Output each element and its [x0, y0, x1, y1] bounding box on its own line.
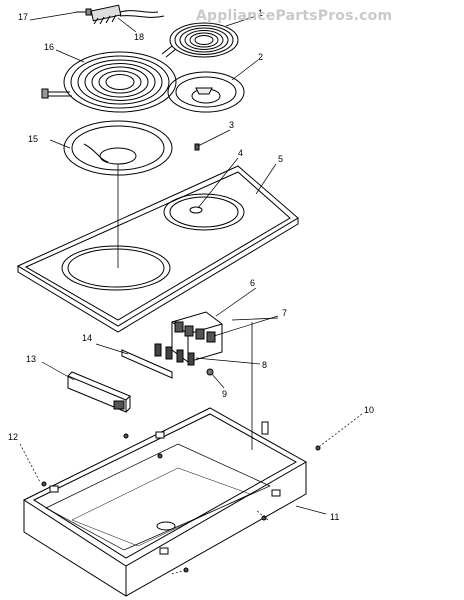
callout-14: 14 — [82, 333, 92, 343]
callout-17: 17 — [18, 12, 28, 22]
leader-lines — [19, 11, 363, 575]
small-drip-bowl-part-2 — [167, 71, 245, 113]
callout-11: 11 — [330, 512, 339, 522]
screw-part-3 — [194, 143, 200, 151]
callout-15: 15 — [28, 134, 38, 144]
callout-1: 1 — [258, 8, 263, 18]
large-surface-element-part-16 — [41, 51, 177, 113]
callout-13: 13 — [26, 354, 36, 364]
screw-part-17 — [76, 8, 92, 16]
callout-2: 2 — [258, 52, 263, 62]
bracket-strip-part-14 — [121, 349, 173, 379]
terminal-block-part-18 — [90, 4, 165, 25]
callout-5: 5 — [278, 154, 283, 164]
mounting-clip-part-4 — [189, 206, 203, 214]
channel-bracket-part-13 — [67, 371, 131, 413]
callout-10: 10 — [364, 405, 374, 415]
callout-16: 16 — [44, 42, 54, 52]
small-surface-element-part-1 — [161, 22, 239, 58]
enclosure-box-part-11 — [22, 407, 308, 597]
screw-part-9 — [206, 368, 214, 376]
callout-6: 6 — [250, 278, 255, 288]
callout-labels: 1 2 3 4 5 6 7 8 9 10 11 12 13 14 15 16 1… — [8, 8, 374, 522]
callout-18: 18 — [134, 32, 144, 42]
box-screws — [41, 433, 321, 573]
callout-7: 7 — [282, 308, 287, 318]
callout-8: 8 — [262, 360, 267, 370]
callout-3: 3 — [229, 120, 234, 130]
watermark-text: AppliancePartsPros.com — [196, 8, 393, 24]
cooktop-top-part-5 — [16, 165, 299, 333]
callout-12: 12 — [8, 432, 18, 442]
switches-part-8 — [154, 343, 195, 366]
callout-9: 9 — [222, 389, 227, 399]
callout-4: 4 — [238, 148, 243, 158]
